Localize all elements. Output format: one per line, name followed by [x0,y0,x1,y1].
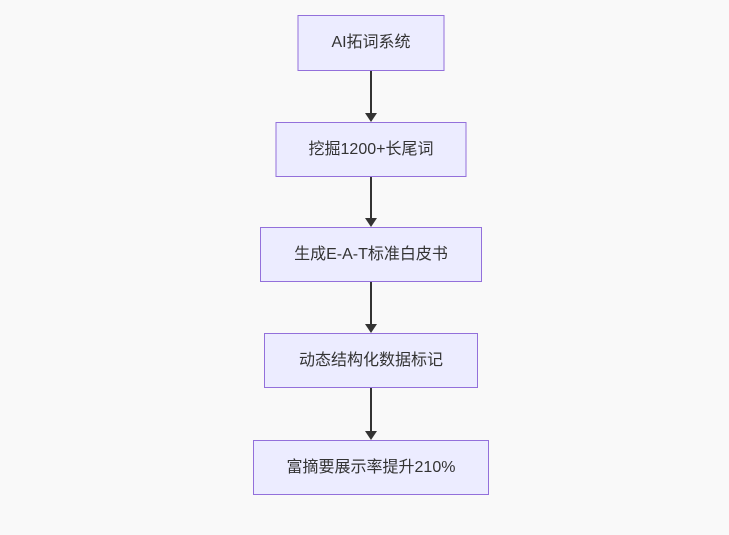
arrow-shaft [370,388,372,431]
flow-node-eat-whitepaper: 生成E-A-T标准白皮书 [260,227,482,282]
flow-node-label: AI拓词系统 [331,34,411,52]
arrowhead-down-icon [365,324,377,333]
arrowhead-down-icon [365,431,377,440]
arrow-shaft [370,177,372,218]
flow-node-label: 生成E-A-T标准白皮书 [294,245,448,263]
flow-node-label: 挖掘1200+长尾词 [308,140,434,158]
flow-node-longtail-mining: 挖掘1200+长尾词 [275,122,467,177]
flow-edge-2-3 [365,177,377,227]
flow-node-label: 动态结构化数据标记 [298,351,443,369]
flow-node-label: 富摘要展示率提升210% [286,458,456,476]
flow-node-ai-keyword-system: AI拓词系统 [297,15,445,71]
arrowhead-down-icon [365,113,377,122]
flow-node-rich-snippet-result: 富摘要展示率提升210% [253,440,489,495]
arrow-shaft [370,71,372,113]
flow-edge-3-4 [365,282,377,333]
arrowhead-down-icon [365,218,377,227]
flow-edge-1-2 [365,71,377,122]
flow-node-structured-data-markup: 动态结构化数据标记 [264,333,478,388]
flow-edge-4-5 [365,388,377,440]
arrow-shaft [370,282,372,324]
